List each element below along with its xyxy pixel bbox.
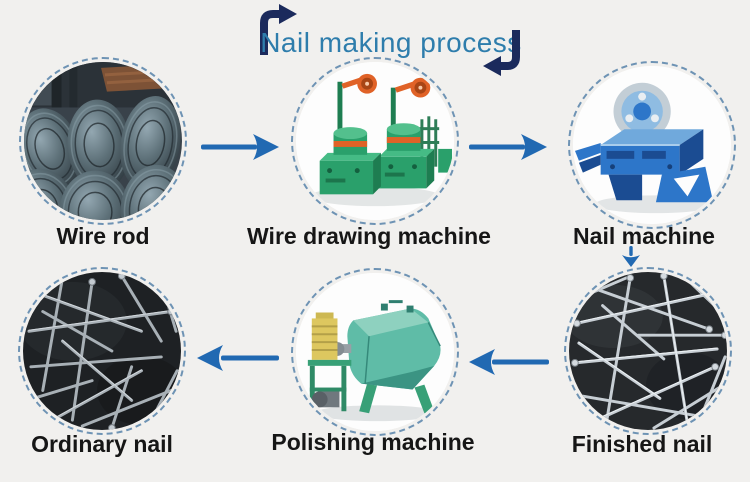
stage-circle bbox=[568, 61, 736, 229]
wire-rod-coils-photo bbox=[24, 62, 182, 220]
return-left-arrow-icon bbox=[482, 27, 524, 83]
flow-arrow-right-icon bbox=[468, 132, 548, 162]
stage-label-nail-machine: Nail machine bbox=[573, 223, 715, 249]
stage-circle bbox=[291, 57, 459, 225]
stage-circle bbox=[19, 57, 187, 225]
flow-arrow-right-icon bbox=[200, 132, 280, 162]
stage-ordinary-nail bbox=[18, 267, 186, 435]
stage-label-ordinary-nail: Ordinary nail bbox=[31, 431, 173, 457]
flow-arrow-left-icon bbox=[468, 347, 550, 377]
nail-machine-photo bbox=[573, 66, 731, 224]
stage-polishing-machine bbox=[291, 268, 459, 436]
stage-circle bbox=[291, 268, 459, 436]
flow-arrow-left-icon bbox=[196, 343, 280, 373]
turn-right-arrow-icon bbox=[254, 3, 298, 57]
stage-label-finished-nail: Finished nail bbox=[571, 431, 713, 457]
stage-wire-rod bbox=[19, 57, 187, 225]
stage-label-polishing-machine: Polishing machine bbox=[271, 429, 475, 455]
page-title: Nail making process bbox=[260, 27, 522, 58]
stage-circle bbox=[564, 267, 732, 435]
ordinary-nails-photo bbox=[23, 272, 181, 430]
stage-nail-machine bbox=[568, 61, 736, 229]
stage-label-wire-drawing-machine: Wire drawing machine bbox=[247, 223, 491, 249]
stage-label-wire-rod: Wire rod bbox=[56, 223, 150, 249]
stage-circle bbox=[18, 267, 186, 435]
stage-finished-nail bbox=[564, 267, 732, 435]
finished-nails-photo bbox=[569, 272, 727, 430]
stage-wire-drawing-machine bbox=[291, 57, 459, 225]
polishing-machine-photo bbox=[296, 273, 454, 431]
flow-arrow-down-icon bbox=[620, 246, 642, 267]
wire-drawing-machine-photo bbox=[296, 62, 454, 220]
